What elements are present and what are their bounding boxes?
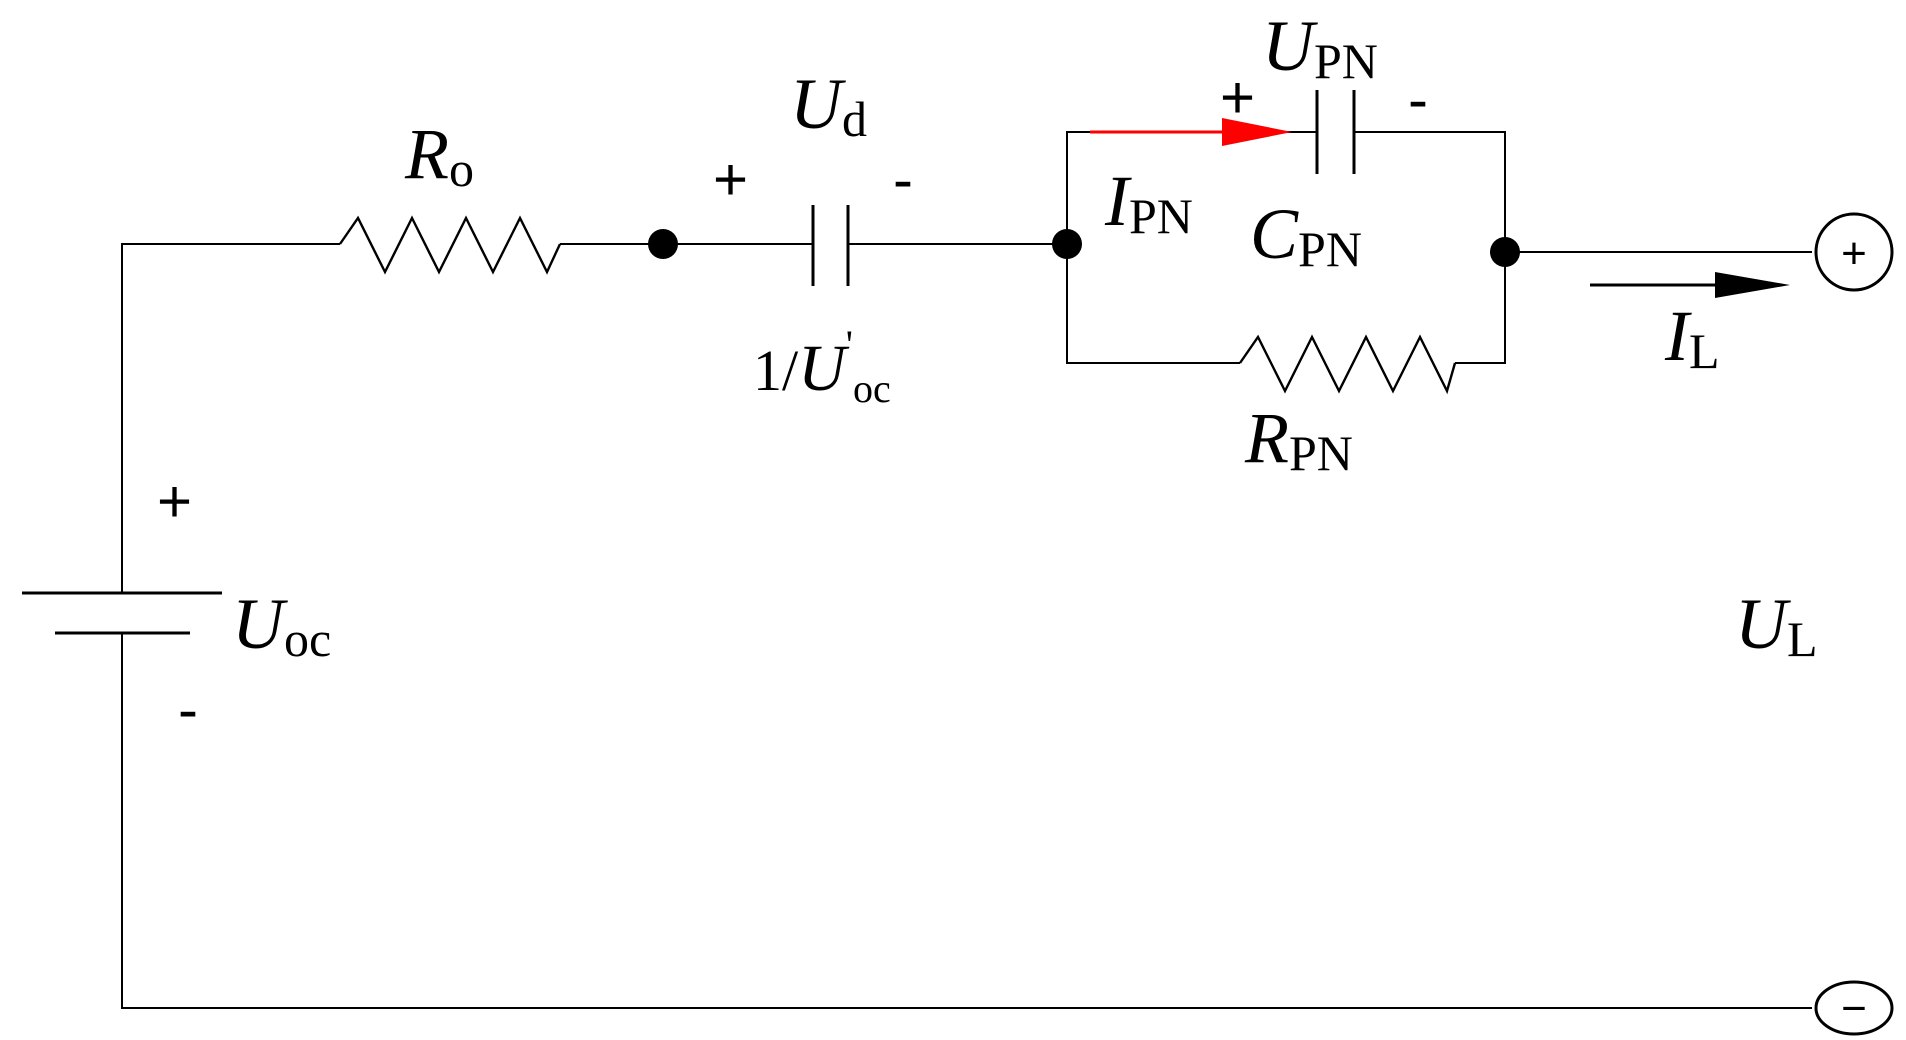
capacitor-cd bbox=[811, 205, 850, 286]
battery-uoc bbox=[22, 591, 222, 635]
junction-node-3 bbox=[1490, 237, 1520, 267]
wire-bottom-return bbox=[121, 633, 1812, 1009]
junction-node-2 bbox=[1052, 229, 1082, 259]
label-ud: Ud bbox=[790, 64, 867, 147]
current-arrow-ipn bbox=[1090, 118, 1292, 146]
wires bbox=[121, 131, 1812, 1009]
sign-upn-minus: - bbox=[1408, 66, 1428, 133]
sign-upn-plus: + bbox=[1220, 64, 1255, 131]
wire-top-branch-right bbox=[1354, 131, 1506, 250]
label-il: IL bbox=[1664, 296, 1720, 379]
label-ipn: IPN bbox=[1104, 161, 1193, 244]
label-uoc: Uoc bbox=[232, 584, 331, 667]
current-arrow-il bbox=[1590, 272, 1790, 298]
label-rpn: RPN bbox=[1244, 398, 1353, 481]
resistor-ro bbox=[339, 215, 562, 275]
label-ro: Ro bbox=[404, 114, 474, 197]
sign-ud-plus: + bbox=[713, 146, 748, 213]
terminal-plus-symbol: + bbox=[1841, 229, 1867, 278]
label-cd: 1/U'oc bbox=[753, 322, 891, 411]
wire-left-top bbox=[121, 243, 340, 593]
capacitor-cpn bbox=[1315, 90, 1356, 174]
junction-node-1 bbox=[648, 229, 678, 259]
label-ul: UL bbox=[1735, 584, 1818, 667]
wire-bottom-branch-right bbox=[1455, 250, 1506, 364]
sign-uoc-minus: - bbox=[178, 676, 198, 743]
terminal-minus-symbol: − bbox=[1841, 984, 1867, 1033]
label-upn: UPN bbox=[1262, 6, 1378, 89]
terminal-minus: − bbox=[1814, 980, 1894, 1036]
label-cpn: CPN bbox=[1250, 194, 1362, 277]
sign-ud-minus: - bbox=[893, 146, 913, 213]
terminal-plus: + bbox=[1814, 212, 1894, 292]
sign-uoc-plus: + bbox=[157, 468, 192, 535]
wire-bottom-branch-left bbox=[1066, 244, 1240, 364]
resistor-rpn bbox=[1239, 334, 1457, 395]
